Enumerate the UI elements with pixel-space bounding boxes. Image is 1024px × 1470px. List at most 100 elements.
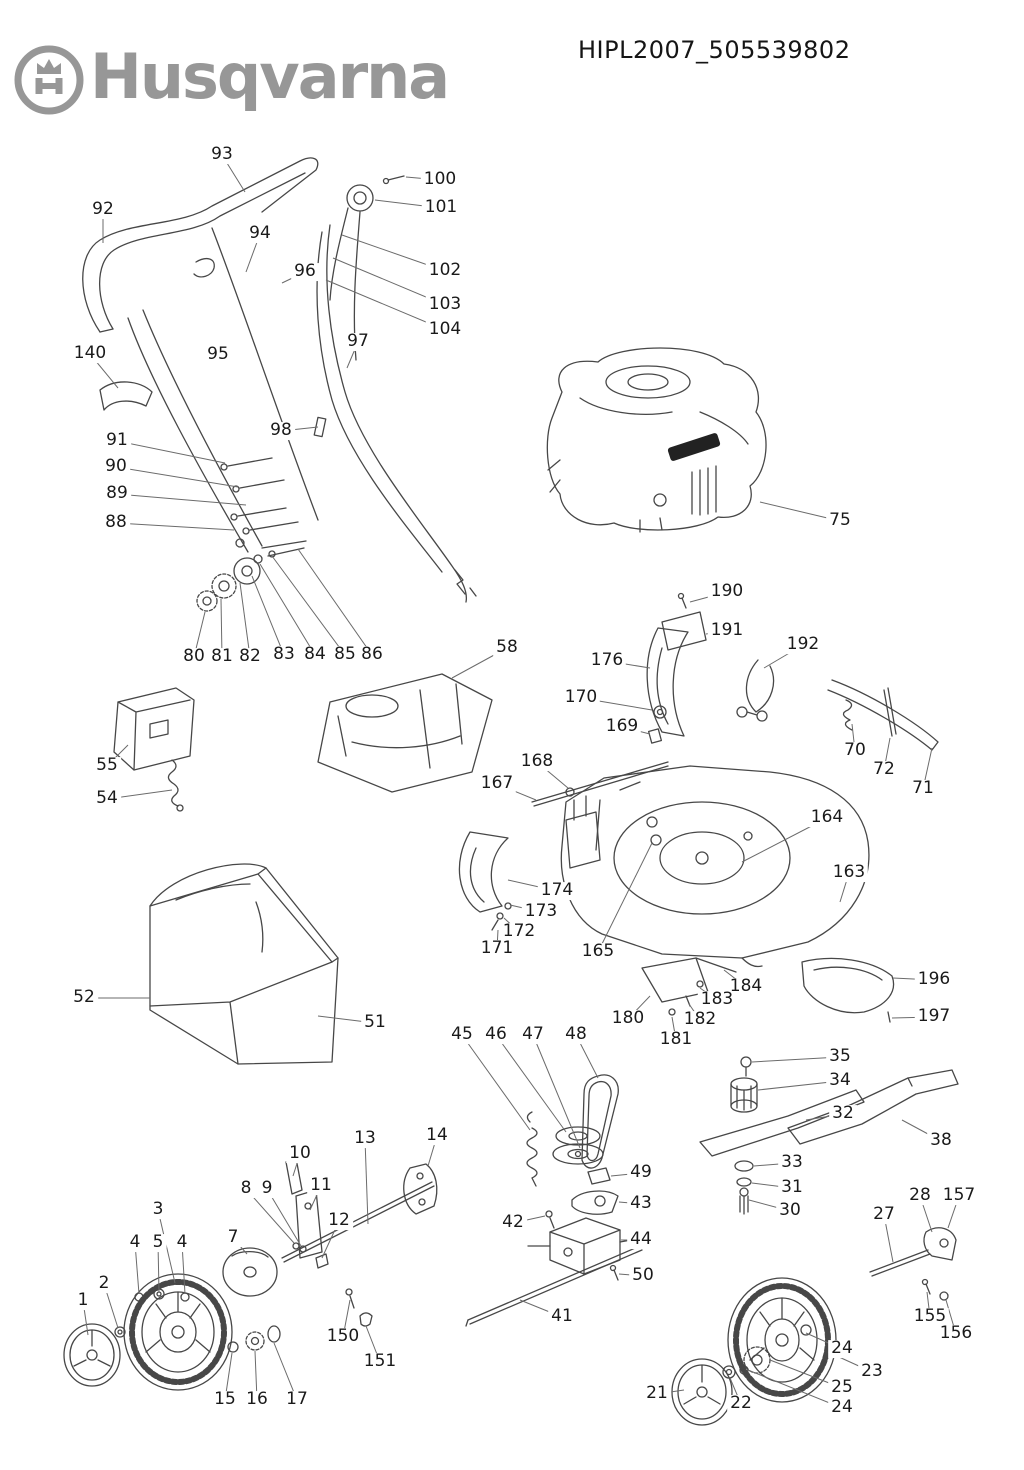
spring-54	[168, 760, 183, 811]
part-number-197: 197	[914, 1007, 954, 1026]
blade-38	[788, 1070, 958, 1144]
part-number-184: 184	[726, 977, 766, 996]
bracket-14	[404, 1164, 437, 1214]
part-number-167: 167	[477, 774, 517, 793]
part-number-48: 48	[562, 1025, 590, 1044]
part-number-2: 2	[95, 1274, 113, 1293]
part-number-150: 150	[323, 1327, 363, 1346]
part-number-170: 170	[561, 688, 601, 707]
leader-line	[251, 575, 285, 656]
screw-150	[346, 1289, 354, 1308]
part-number-44: 44	[627, 1230, 655, 1249]
part-number-42: 42	[499, 1213, 527, 1232]
front-hubcap-1-2	[64, 1324, 125, 1386]
leader-line	[239, 582, 251, 658]
part-number-24: 24	[828, 1339, 856, 1358]
part-number-182: 182	[680, 1010, 720, 1029]
leader-line	[325, 279, 446, 331]
part-number-32: 32	[829, 1104, 857, 1123]
part-number-70: 70	[841, 741, 869, 760]
part-number-192: 192	[783, 635, 823, 654]
part-number-98: 98	[267, 421, 295, 440]
part-number-83: 83	[270, 645, 298, 664]
part-number-25: 25	[828, 1378, 856, 1397]
part-number-140: 140	[70, 344, 110, 363]
part-number-86: 86	[358, 645, 386, 664]
part-number-75: 75	[826, 511, 854, 530]
axle-13	[282, 1182, 434, 1262]
cables	[314, 212, 476, 602]
blade-adapter-34-35	[731, 1057, 757, 1112]
part-number-33: 33	[778, 1153, 806, 1172]
idler-49	[588, 1168, 610, 1184]
part-number-171: 171	[477, 939, 517, 958]
leader-line	[747, 1369, 843, 1409]
part-number-50: 50	[629, 1266, 657, 1285]
part-number-34: 34	[826, 1071, 854, 1090]
part-number-3: 3	[149, 1200, 167, 1219]
pulleys-46-47	[553, 1127, 603, 1164]
leader-line	[597, 842, 653, 953]
part-number-164: 164	[807, 808, 847, 827]
part-number-17: 17	[283, 1390, 311, 1409]
part-number-190: 190	[707, 582, 747, 601]
part-number-173: 173	[521, 902, 561, 921]
part-number-10: 10	[286, 1144, 314, 1163]
part-number-155: 155	[910, 1307, 950, 1326]
part-number-156: 156	[936, 1324, 976, 1343]
adjuster-gears-80-86	[197, 548, 304, 611]
leader-line	[495, 1034, 567, 1133]
part-number-11: 11	[307, 1176, 335, 1195]
shaft-41	[466, 1246, 642, 1326]
lower-handle	[128, 228, 318, 552]
part-number-51: 51	[361, 1013, 389, 1032]
part-number-183: 183	[697, 990, 737, 1009]
clip-151	[360, 1313, 372, 1326]
part-number-28: 28	[906, 1186, 934, 1205]
rear-bracket-27-157	[870, 1228, 956, 1300]
part-number-13: 13	[351, 1129, 379, 1148]
part-number-9: 9	[258, 1179, 276, 1198]
part-number-94: 94	[246, 224, 274, 243]
part-number-14: 14	[423, 1126, 451, 1145]
part-number-30: 30	[776, 1201, 804, 1220]
part-number-90: 90	[102, 457, 130, 476]
blade-bolt-30-33	[735, 1161, 753, 1214]
part-number-84: 84	[301, 645, 329, 664]
part-number-8: 8	[237, 1179, 255, 1198]
part-number-54: 54	[93, 789, 121, 808]
part-number-46: 46	[482, 1025, 510, 1044]
arm-43	[572, 1191, 618, 1214]
leader-line	[461, 1034, 531, 1131]
part-number-89: 89	[103, 484, 131, 503]
leader-line	[157, 1209, 176, 1284]
leader-line	[364, 1138, 369, 1225]
part-number-93: 93	[208, 145, 236, 164]
part-number-151: 151	[360, 1352, 400, 1371]
grass-bag	[150, 864, 338, 1064]
part-number-176: 176	[587, 651, 627, 670]
part-number-38: 38	[927, 1131, 955, 1150]
rear-wheel	[728, 1278, 836, 1402]
part-number-101: 101	[421, 198, 461, 217]
part-number-100: 100	[420, 170, 460, 189]
leader-line	[115, 466, 239, 488]
part-number-7: 7	[224, 1228, 242, 1247]
leader-line	[266, 1188, 302, 1247]
part-number-95: 95	[204, 345, 232, 364]
front-wheel	[124, 1274, 232, 1390]
part-number-58: 58	[493, 638, 521, 657]
part-number-71: 71	[909, 779, 937, 798]
part-number-1: 1	[74, 1291, 92, 1310]
bracket-176	[647, 628, 688, 736]
leader-line	[115, 522, 235, 531]
leader-line	[116, 493, 247, 506]
throttle-control	[330, 176, 404, 300]
spring-45	[527, 1112, 537, 1186]
rod-71	[828, 680, 938, 750]
part-number-23: 23	[858, 1362, 886, 1381]
part-number-21: 21	[643, 1384, 671, 1403]
part-number-12: 12	[325, 1211, 353, 1230]
